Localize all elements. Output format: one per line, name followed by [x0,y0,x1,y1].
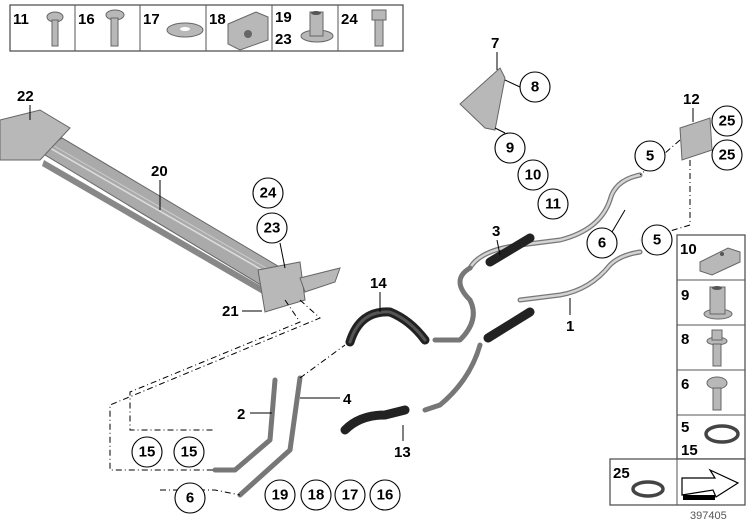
connector-12 [679,117,713,161]
callout-12: 12 [683,91,700,108]
callout-24: 24 [252,177,284,209]
svg-text:11: 11 [545,196,561,213]
callout-4: 4 [343,391,352,408]
callout-25: 25 [711,139,743,171]
part-label: 9 [681,287,689,304]
washer-icon [166,22,204,38]
callout-11: 11 [537,188,569,220]
svg-text:6: 6 [598,235,606,252]
callout-13: 13 [394,444,411,461]
part-label: 19 [275,9,292,26]
part-label: 17 [143,11,160,28]
callout-5: 5 [641,224,673,256]
callout-20: 20 [151,163,168,180]
oil-lines [212,172,643,498]
part-label: 6 [681,376,689,393]
part-label: 24 [341,11,358,28]
svg-text:19: 19 [272,487,289,504]
hex-bolt-icon [371,9,387,47]
hex-bolt-icon [706,329,728,367]
callout-23: 23 [256,212,288,244]
callout-10: 10 [517,159,549,191]
collar-nut-icon [300,11,334,43]
part-label: 25 [613,465,630,482]
part-label: 16 [78,11,95,28]
part-label: 23 [275,31,292,48]
callout-16: 16 [369,479,401,511]
callout-15: 15 [173,436,205,468]
svg-text:5: 5 [646,148,654,165]
callout-18: 18 [300,479,332,511]
callout-5: 5 [634,140,666,172]
callout-8: 8 [519,71,551,103]
part-label: 8 [681,331,689,348]
side-parts-strip: 10 9 8 6 5 15 [676,234,746,460]
bottom-parts-strip: 25 397405 [609,458,746,522]
svg-text:18: 18 [308,487,325,504]
callout-7: 7 [491,35,499,52]
callout-6: 6 [586,227,618,259]
o-ring-icon [704,424,740,444]
svg-text:23: 23 [264,220,281,237]
plain-callouts: 7 12 22 20 3 14 21 1 4 2 13 [17,35,700,461]
svg-text:10: 10 [525,167,542,184]
top-parts-strip: 11 16 17 18 19 23 24 [9,4,404,52]
callout-2: 2 [237,406,245,423]
pipe-clamp-icon [699,247,741,276]
diagram-reference-number: 397405 [690,510,727,522]
svg-text:5: 5 [653,232,661,249]
torx-screw-icon [105,9,125,47]
callout-19: 19 [264,479,296,511]
svg-text:25: 25 [719,113,736,130]
bracket-7 [459,67,506,131]
callout-9: 9 [494,132,526,164]
callout-3: 3 [492,223,500,240]
callout-17: 17 [334,479,366,511]
callout-25: 25 [711,105,743,137]
callout-15: 15 [131,436,163,468]
svg-text:6: 6 [186,490,194,507]
callout-1: 1 [566,318,574,335]
part-label: 10 [680,241,697,258]
svg-text:15: 15 [181,444,198,461]
svg-text:17: 17 [342,487,359,504]
svg-text:15: 15 [139,444,156,461]
circled-callouts: 8 9 10 11 24 23 25 25 5 6 5 15 15 6 19 1… [131,71,743,514]
callout-21: 21 [222,303,239,320]
svg-text:9: 9 [506,140,514,157]
direction-arrow-icon [681,468,740,500]
collar-nut-icon [703,286,733,320]
oil-cooler-radiator [0,67,713,313]
svg-text:8: 8 [531,79,539,96]
callout-22: 22 [17,88,34,105]
part-label: 11 [13,11,29,28]
torx-screw-icon [706,376,728,411]
svg-text:16: 16 [377,487,394,504]
part-label: 18 [209,11,226,28]
part-label: 15 [681,442,698,459]
screw-icon [46,11,64,47]
callout-14: 14 [370,275,387,292]
svg-text:25: 25 [719,147,736,164]
bracket-21 [257,261,306,313]
part-label: 5 [681,419,689,436]
svg-text:24: 24 [260,185,277,202]
o-ring-icon [631,480,665,498]
callout-6: 6 [174,482,206,514]
bracket-22 [0,109,71,161]
pipe-clamp-icon [227,11,269,51]
